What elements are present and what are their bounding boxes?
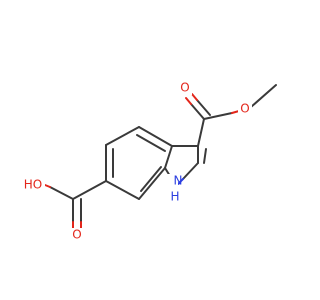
ring-nitrogen: N H <box>164 174 183 204</box>
bond-c2-n1 <box>182 162 199 180</box>
bond-n1-part <box>177 178 184 185</box>
bond-c3-ester-c <box>197 118 205 147</box>
bond-ester-c-o-carbonyl <box>190 103 205 120</box>
bond-c7-c7a-inner <box>140 166 162 192</box>
bond-c3a-c4-inner <box>136 134 166 152</box>
ester-carbonyl-oxygen-label: O <box>180 81 189 95</box>
acid-hydroxyl-label: HO <box>24 178 42 192</box>
ester-ether-oxygen: O <box>238 102 252 116</box>
bond-c6-acid-c <box>72 180 107 200</box>
ester-ether-oxygen-label: O <box>240 102 249 116</box>
bond-c7-c7a <box>138 167 166 200</box>
acid-hydroxyl-group: HO <box>21 177 45 193</box>
bond-ester-o-ether-red <box>231 110 240 114</box>
bond-ester-c-o-carbonyl-2 <box>196 99 211 116</box>
molecule-diagram: O O HO O N H <box>21 80 277 242</box>
bond-acid-c-oh <box>49 186 74 200</box>
ester-carbonyl-oxygen: O <box>178 81 192 95</box>
ring-nh-hydrogen-label: H <box>170 190 179 204</box>
bond-c6-c7 <box>105 180 140 200</box>
bond-ester-o-red-2 <box>191 93 198 101</box>
bond-c4-c5 <box>105 126 140 146</box>
ring-nitrogen-label: N <box>174 174 183 188</box>
acid-carbonyl-oxygen: O <box>70 228 84 242</box>
bond-c3-c2-inner <box>203 148 207 164</box>
bond-o-methyl <box>250 84 277 108</box>
bond-c3a-c4 <box>138 126 173 147</box>
bond-ester-o-red-1 <box>185 97 192 105</box>
bond-ester-c-o-ether <box>203 112 233 120</box>
acid-carbonyl-oxygen-label: O <box>72 228 81 242</box>
bond-acid-oh-red <box>44 184 51 188</box>
bond-c7a-c3a <box>164 145 173 169</box>
